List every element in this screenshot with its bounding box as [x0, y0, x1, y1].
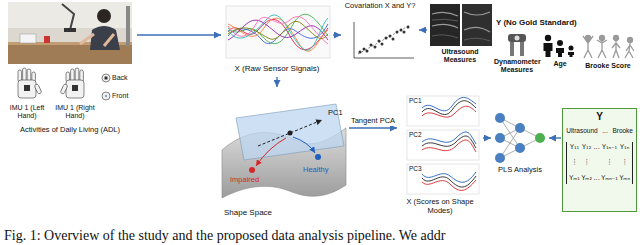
node-text: Y (No Gold Standard)	[496, 18, 638, 27]
figure-label: PC1	[328, 109, 343, 118]
flow-arrow	[333, 34, 341, 35]
node-text: Activities of Daily Living (ADL)	[4, 126, 136, 135]
matrix-box: YUltrasound...BrookeY₁₁Y₁₂...Y₁ₙ₋₁Y₁ₙ⋮⋮⋮…	[562, 108, 637, 212]
node-text: Age	[542, 60, 578, 68]
node-text: Covariation X and Y?	[342, 2, 418, 11]
matrix-cell: Yₘ₂	[581, 175, 592, 182]
figure-label: IMU 1 (Right Hand)	[52, 104, 98, 120]
dynamometer-icon	[508, 34, 526, 56]
figure-label: PC1	[409, 97, 422, 104]
ultrasound-image	[430, 4, 492, 46]
matrix-cell: Y₁ₙ	[619, 144, 630, 151]
measure-item: Ultrasound Measures	[428, 0, 492, 68]
flow-arrow	[276, 77, 277, 87]
signal-plot: X (Raw Sensor Signals)	[222, 4, 332, 76]
mode-curves	[407, 96, 479, 194]
matrix-cell: ⋮	[619, 159, 630, 166]
node-text: Dynamometer Measures	[494, 58, 540, 74]
flow-arrow	[419, 29, 427, 30]
matrix-cell: ...	[594, 144, 600, 151]
figure-label: Impaired	[230, 176, 259, 185]
flow-arrow	[549, 137, 561, 138]
figure-caption: Fig. 1: Overview of the study and the pr…	[4, 228, 445, 244]
age-icon	[544, 35, 575, 57]
matrix-cell: Yₘₙ	[619, 175, 630, 182]
flow-arrow	[483, 137, 491, 138]
flow-arrow	[137, 34, 221, 35]
figure-label: PC2	[409, 131, 422, 138]
mode-plots: X (Scores on Shape Modes)	[398, 94, 482, 222]
matrix-cell: ⋮	[581, 159, 592, 166]
column-header: Brooke	[612, 127, 633, 134]
node-text: Shape Space	[224, 208, 348, 217]
node-text: Brooke Score	[580, 62, 636, 70]
node-text: PLS Analysis	[492, 166, 548, 175]
matrix-cell: ...	[594, 175, 600, 182]
measure-item: Brooke Score	[580, 32, 636, 74]
network-figure: PLS Analysis	[492, 104, 548, 184]
node-text: X (Scores on Shape Modes)	[398, 198, 482, 215]
matrix-grid: Y₁₁Y₁₂...Y₁ₙ₋₁Y₁ₙ⋮⋮⋮⋮Yₘ₁Yₘ₂...Yₘₙ₋₁Yₘₙ	[566, 142, 633, 184]
shape-manifold	[222, 104, 346, 198]
figure-label: IMU 1 (Left Hand)	[4, 104, 50, 120]
hand-sensors	[18, 68, 110, 100]
matrix-header: Ultrasound... Brooke	[566, 127, 633, 134]
matrix-cell: Y₁ₙ₋₁	[601, 144, 618, 151]
measure-group: Y (No Gold Standard) Ultrasound MeasuresD…	[428, 0, 638, 82]
figure-label: PC3	[409, 165, 422, 172]
matrix-cell: Y₁₁	[569, 144, 580, 151]
matrix-cell: ⋮	[569, 159, 580, 166]
node-text: X (Raw Sensor Signals)	[222, 64, 332, 73]
node-text: Ultrasound Measures	[428, 48, 492, 64]
measure-item: Dynamometer Measures	[494, 32, 540, 80]
matrix-cell: Yₘₙ₋₁	[601, 175, 618, 182]
column-header: Ultrasound	[566, 127, 597, 134]
figure-label: Healthy	[303, 166, 328, 175]
scatter-plot: Covariation X and Y?	[342, 0, 418, 60]
scatter	[354, 22, 414, 58]
adl-photo	[8, 2, 132, 64]
column-header: ...	[602, 127, 607, 134]
figure-label: Back	[112, 74, 128, 82]
edge-label: Tangent PCA	[350, 117, 396, 126]
matrix-cell: Yₘ₁	[569, 175, 580, 182]
matrix-cell: ⋮	[601, 159, 618, 166]
flow-arrow	[349, 127, 397, 128]
network-graph	[495, 113, 545, 163]
figure-label: Front	[112, 92, 128, 100]
measure-item: Age	[542, 32, 578, 72]
signal-curves	[226, 6, 330, 58]
brooke-figures	[583, 36, 634, 59]
node-text: Y	[566, 111, 633, 123]
matrix-cell: Y₁₂	[581, 144, 592, 151]
